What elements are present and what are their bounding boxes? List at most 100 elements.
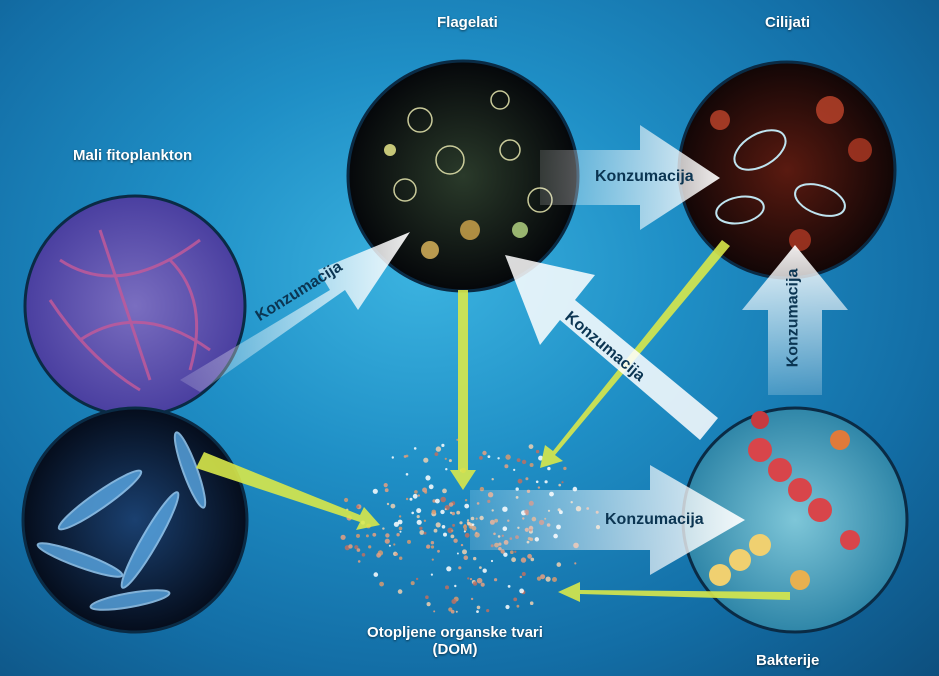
dom-particle bbox=[456, 552, 459, 555]
dom-particle bbox=[467, 577, 470, 580]
dom-particle bbox=[423, 531, 427, 535]
dom-particle bbox=[356, 505, 360, 509]
dom-particle bbox=[463, 524, 467, 527]
dom-particle bbox=[395, 552, 398, 556]
dom-particle bbox=[361, 553, 366, 557]
dom-particle bbox=[516, 604, 520, 608]
dom-particle bbox=[466, 519, 470, 522]
dom-particle bbox=[505, 604, 510, 610]
dom-particle bbox=[440, 509, 445, 515]
dom-particle bbox=[384, 538, 390, 544]
dom-particle bbox=[494, 578, 498, 582]
bacteria-to-ciliates-text: Konzumacija bbox=[784, 268, 802, 368]
dom-particle bbox=[376, 552, 381, 558]
dom-particle bbox=[476, 605, 481, 610]
dom-particle bbox=[511, 557, 516, 563]
ciliates-circle bbox=[677, 60, 897, 280]
dom-particle bbox=[433, 610, 436, 613]
dom-particle bbox=[423, 457, 429, 463]
dom-particle bbox=[422, 487, 428, 493]
dom-particle bbox=[450, 534, 455, 539]
dom-particle bbox=[527, 553, 532, 559]
dom-particle bbox=[520, 557, 527, 563]
dom-particle bbox=[556, 562, 562, 567]
dom-particle bbox=[459, 521, 463, 525]
dom-particle bbox=[480, 582, 485, 587]
dom-particle bbox=[456, 438, 459, 441]
dom-particle bbox=[399, 530, 402, 533]
dom-particle bbox=[452, 523, 456, 527]
dom-particle bbox=[414, 490, 418, 494]
dom-particle bbox=[397, 519, 403, 525]
dom-particle bbox=[529, 463, 534, 467]
dom-particle bbox=[516, 458, 521, 462]
dom-particle bbox=[398, 526, 403, 531]
dom-particle bbox=[356, 533, 360, 538]
ciliates-label: Cilijati bbox=[765, 14, 811, 31]
dom-label-line2: (DOM) bbox=[432, 641, 478, 658]
dom-particle bbox=[491, 478, 494, 481]
dom-particle bbox=[409, 497, 413, 501]
dom-particle bbox=[507, 585, 511, 588]
dom-particle bbox=[558, 483, 561, 487]
dom-particle bbox=[537, 486, 541, 489]
dom-particle bbox=[504, 464, 509, 469]
dom-particle bbox=[552, 577, 557, 582]
dom-particle bbox=[412, 493, 418, 499]
dom-particle bbox=[540, 574, 546, 580]
dom-particle bbox=[398, 515, 402, 518]
dom-particle bbox=[464, 532, 470, 538]
dom-particle bbox=[390, 503, 396, 509]
dom-particle bbox=[416, 515, 420, 519]
dom-particle bbox=[514, 550, 517, 553]
dom-particle bbox=[470, 597, 474, 601]
dom-particle bbox=[472, 581, 478, 586]
dom-particle bbox=[561, 481, 564, 484]
dom-particle bbox=[431, 509, 437, 515]
dom-particle bbox=[393, 521, 399, 527]
dom-particle bbox=[382, 527, 385, 530]
dom-particle bbox=[458, 566, 462, 570]
dom-particle bbox=[385, 533, 390, 538]
dom-particle bbox=[403, 455, 407, 458]
dom-particle bbox=[388, 544, 391, 547]
flagellates-label: Flagelati bbox=[437, 14, 498, 31]
dom-particle bbox=[536, 576, 542, 581]
dom-label: Otopljene organske tvari (DOM) bbox=[350, 624, 560, 658]
dom-particle bbox=[344, 497, 349, 503]
dom-particle bbox=[456, 510, 461, 515]
dom-particle bbox=[467, 521, 471, 526]
dom-particle bbox=[463, 555, 469, 560]
dom-particle bbox=[368, 545, 372, 549]
bacteria-to-flagellates-arrow bbox=[505, 255, 718, 440]
dom-particle bbox=[464, 503, 470, 509]
dom-particle bbox=[528, 444, 534, 449]
dom-particle bbox=[416, 519, 422, 525]
dom-particle bbox=[448, 502, 454, 507]
dom-particle bbox=[415, 577, 419, 581]
dom-particle bbox=[440, 496, 447, 503]
small-phytoplankton-label: Mali fitoplankton bbox=[73, 147, 193, 164]
dom-particle bbox=[574, 562, 577, 565]
dom-particle bbox=[490, 559, 494, 563]
dom-particle bbox=[384, 488, 389, 493]
dom-particle bbox=[446, 566, 452, 572]
dom-particle bbox=[525, 477, 529, 481]
dom-particle bbox=[426, 602, 431, 607]
dom-particle bbox=[386, 502, 390, 506]
dom-particle bbox=[444, 457, 447, 460]
dom-particle bbox=[417, 494, 420, 497]
flagellates-to-dom-arrow bbox=[450, 290, 476, 490]
dom-to-bacteria-arrow bbox=[470, 465, 745, 575]
dom-particle bbox=[391, 456, 394, 459]
dom-particle bbox=[428, 484, 434, 490]
dom-particle bbox=[460, 543, 464, 547]
dom-particle bbox=[497, 457, 500, 460]
dom-particle bbox=[430, 541, 435, 545]
dom-particle bbox=[432, 499, 437, 503]
dom-particle bbox=[425, 595, 429, 599]
dom-particle bbox=[365, 534, 369, 538]
dom-particle bbox=[521, 459, 527, 465]
dom-particle bbox=[435, 522, 441, 528]
